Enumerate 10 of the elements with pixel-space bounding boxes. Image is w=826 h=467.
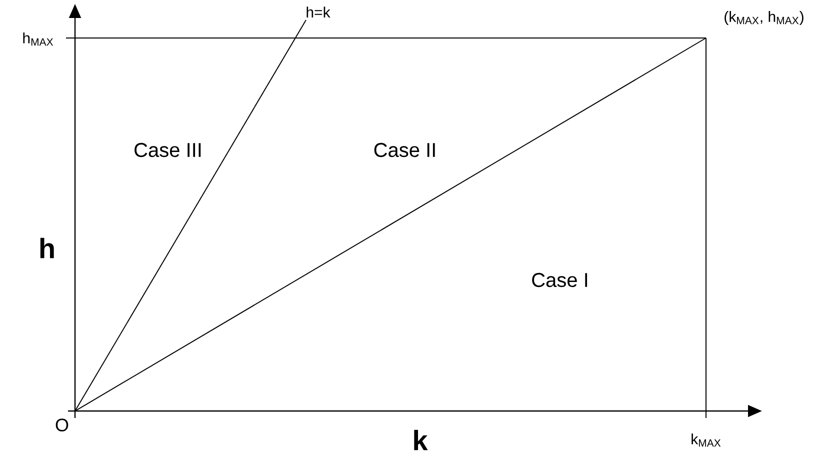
corner-label: (k$_{MAX}$, h$_{MAX}$) (724, 11, 804, 25)
axis-title: h (40, 238, 54, 258)
region-label: Case III (134, 142, 201, 158)
line-label: h=k (306, 6, 330, 18)
origin-label: O (56, 418, 68, 432)
region-label: Case I (532, 272, 588, 288)
region-label: Case II (374, 142, 435, 158)
tick-label: k$_{MAX}$ (692, 433, 721, 447)
tick-label: h$_{MAX}$ (23, 32, 54, 46)
axis-title: k (414, 430, 428, 450)
